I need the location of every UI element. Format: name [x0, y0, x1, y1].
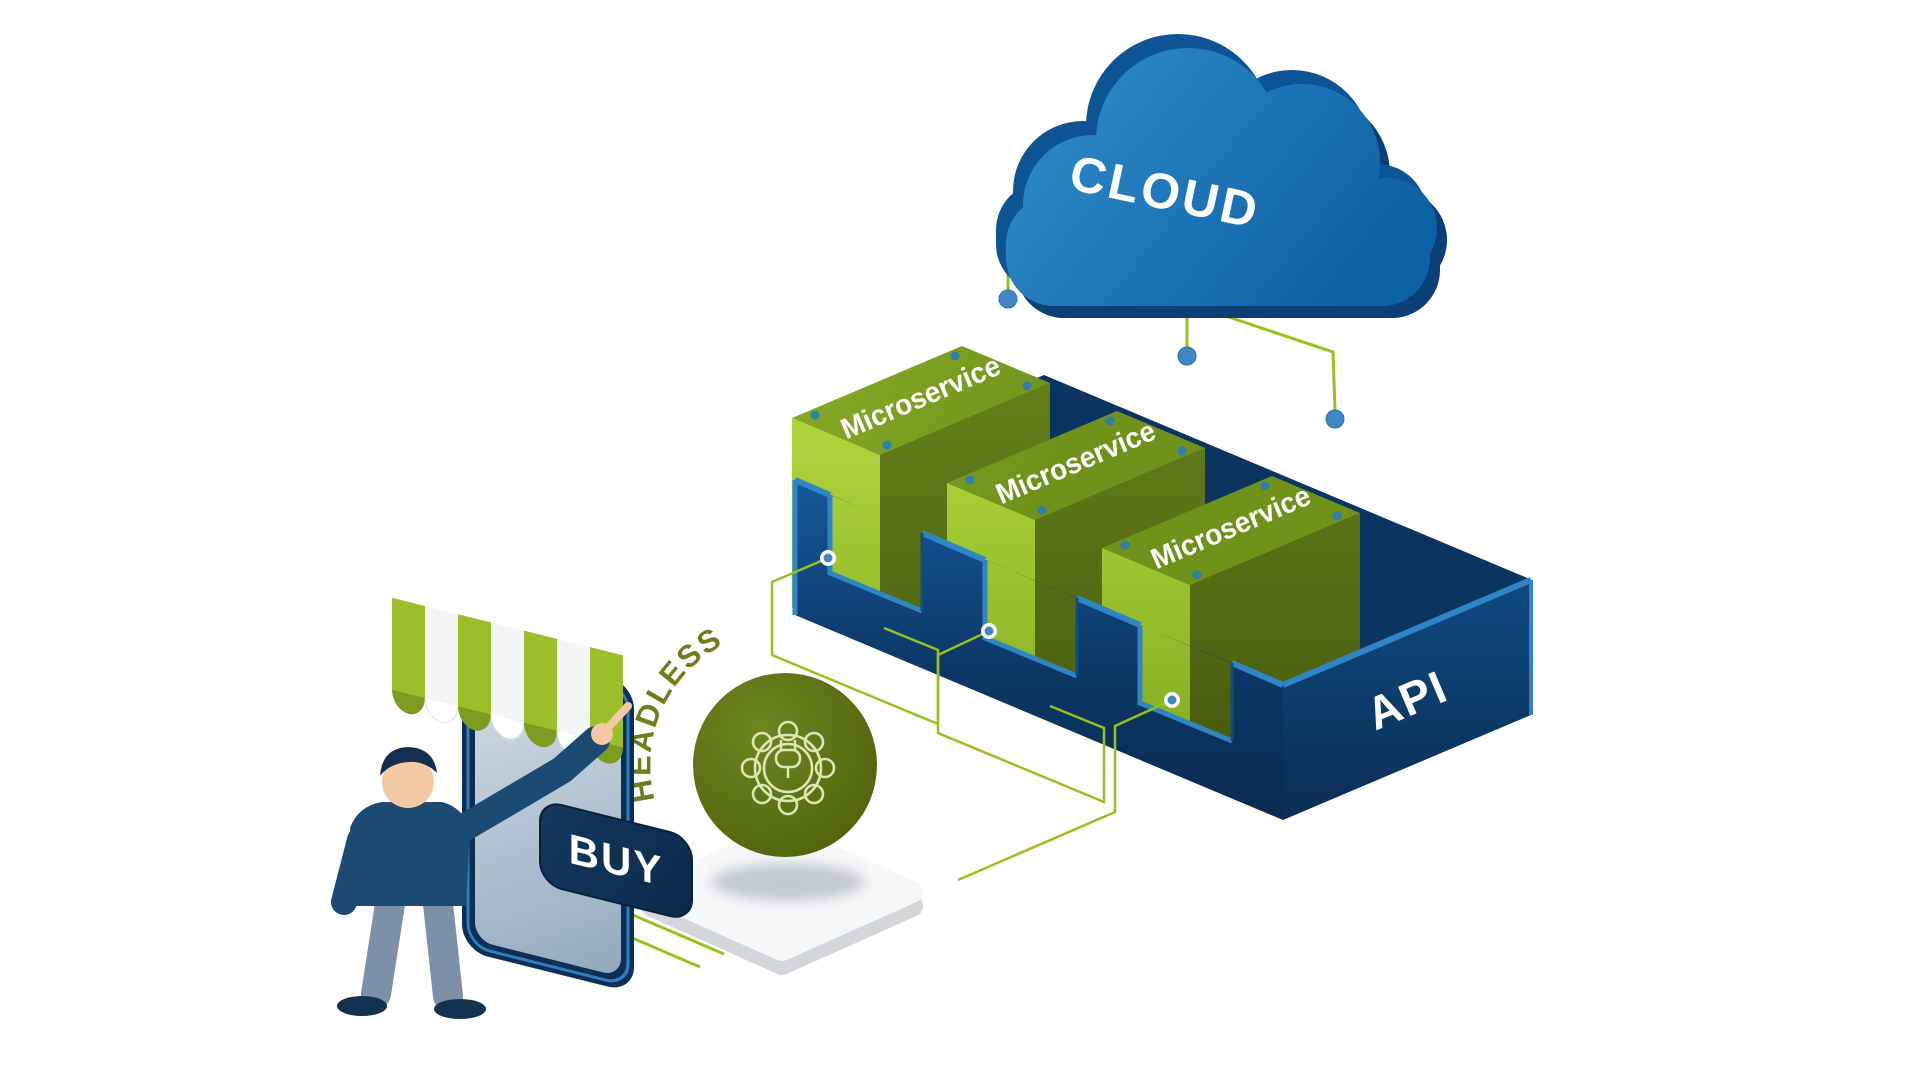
wireframe-connector: [957, 698, 1173, 882]
block-top-face: [1102, 476, 1360, 585]
api-platform-front-left: [795, 480, 1283, 820]
cloud-icon: CLOUD: [996, 34, 1447, 318]
block-top-face: [792, 346, 1050, 455]
connector-node-dot: [1177, 346, 1197, 366]
platform-node-dots: [820, 550, 1180, 708]
connector-node-dot: [981, 623, 997, 639]
screw-dots: [810, 351, 1032, 450]
person-hair: [380, 747, 437, 776]
socket-wireframes: [770, 556, 1173, 882]
platform-bevel-edges: [792, 477, 1533, 744]
screw-dots: [965, 416, 1187, 515]
pointing-finger: [600, 702, 632, 736]
pedestal-tile: [641, 823, 923, 975]
wireframe-connector: [936, 629, 1106, 804]
connector-node-dot: [1325, 409, 1345, 429]
api-platform-front-right: [1283, 580, 1531, 820]
person-arm: [331, 827, 373, 915]
wireframe-connector: [770, 556, 940, 726]
person: [331, 702, 632, 1019]
person-leg: [423, 889, 463, 1011]
connector-node-dot: [820, 550, 836, 566]
screw-dots: [1120, 481, 1342, 580]
block-top-face: [947, 411, 1205, 520]
person-shoe: [337, 996, 387, 1016]
headless-node: HEADLESS: [622, 620, 877, 857]
cloud-connector-dots: [998, 289, 1345, 429]
notch-shadow-edges: [920, 533, 1234, 741]
gear-plug-icon: [740, 720, 836, 816]
circle-shadow: [712, 863, 864, 901]
connector-node-dot: [1164, 692, 1180, 708]
connector-node-dot: [998, 289, 1018, 309]
api-platform: Microservice Microservice Microservice: [792, 346, 1533, 820]
buy-button: BUY: [539, 803, 693, 918]
person-shoe: [434, 999, 486, 1019]
person-arm-pointing: [436, 726, 610, 850]
person-head: [382, 756, 434, 808]
headless-circle: [693, 673, 877, 857]
person-leg: [361, 889, 405, 1009]
storefront-awning: [392, 597, 623, 764]
